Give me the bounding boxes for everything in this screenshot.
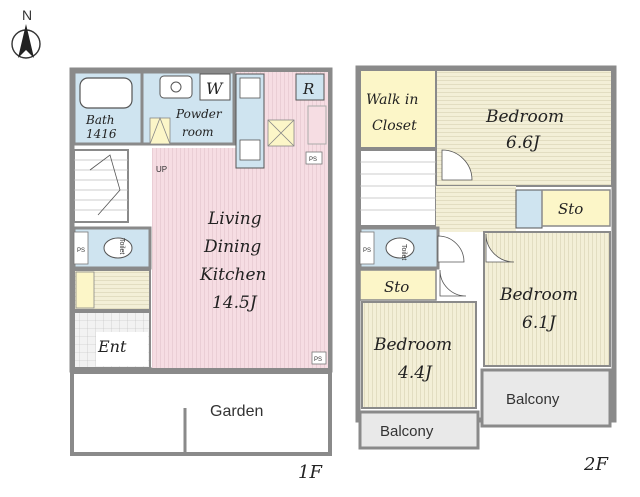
storage-2 bbox=[359, 269, 437, 301]
door-arc bbox=[437, 235, 465, 263]
sink-icon bbox=[159, 75, 193, 99]
washer-icon bbox=[199, 73, 231, 101]
floor1-label: 1F bbox=[298, 462, 323, 483]
compass: N bbox=[11, 7, 41, 59]
ldk-label-3: Kitchen bbox=[199, 265, 266, 285]
stove-icon bbox=[239, 77, 261, 99]
bath-label: Bath bbox=[85, 113, 115, 127]
toilet-2f-label: Toilet bbox=[400, 244, 407, 260]
walk-in-closet-label-2: Closet bbox=[372, 118, 417, 134]
balcony-2-label: Balcony bbox=[506, 391, 560, 408]
bedroom-6-1-label: Bedroom bbox=[499, 285, 578, 305]
door-arc bbox=[439, 269, 467, 297]
ldk-floor bbox=[152, 148, 328, 368]
garden-label: Garden bbox=[210, 403, 263, 420]
entrance-label: Ent bbox=[97, 337, 127, 356]
storage-1-label: Sto bbox=[558, 200, 583, 218]
refrigerator-icon bbox=[295, 73, 325, 101]
bedroom-4-4 bbox=[361, 301, 477, 409]
ps-2f-label: PS bbox=[363, 248, 371, 254]
door-arc bbox=[485, 233, 515, 263]
refrigerator-label: R bbox=[302, 80, 314, 98]
balcony-2 bbox=[480, 368, 612, 428]
ps-box bbox=[359, 231, 375, 265]
ldk-label-1: Living bbox=[207, 209, 262, 229]
balcony-1-label: Balcony bbox=[380, 423, 434, 440]
bedroom-4-4-label: Bedroom bbox=[373, 335, 452, 355]
staircase-2f bbox=[359, 149, 437, 227]
ldk-size: 14.5J bbox=[212, 293, 258, 313]
washer-label: W bbox=[206, 79, 224, 98]
ps-label: PS bbox=[309, 157, 317, 163]
floor1-plan: Bath 1416 W Powder room R UP Living Dini… bbox=[69, 67, 333, 483]
ps-box bbox=[311, 351, 327, 365]
walk-in-closet-label-1: Walk in bbox=[366, 92, 418, 108]
ps-label: PS bbox=[77, 248, 85, 254]
balcony-1 bbox=[358, 410, 480, 450]
powder-room-label-1: Powder bbox=[175, 107, 223, 121]
powder-room-label-2: room bbox=[182, 125, 214, 139]
toilet-icon bbox=[103, 237, 133, 259]
ps-box bbox=[305, 151, 323, 165]
shoe-cabinet bbox=[75, 271, 95, 309]
door-arc bbox=[441, 149, 473, 181]
bedroom-6-1 bbox=[483, 231, 611, 367]
floor2-label: 2F bbox=[583, 454, 609, 475]
garden bbox=[70, 370, 332, 456]
bedroom-4-4-size: 4.4J bbox=[397, 363, 433, 383]
floor2-plan: Walk in Closet Bedroom 6.6J Sto Toilet P… bbox=[355, 65, 617, 475]
ldk-label-2: Dining bbox=[203, 237, 261, 257]
ps-label: PS bbox=[314, 357, 322, 363]
north-label: N bbox=[22, 7, 32, 23]
walk-in-closet bbox=[359, 69, 437, 149]
north-arrow-icon bbox=[18, 24, 34, 58]
storage-2-label: Sto bbox=[384, 278, 409, 296]
stairs-up-label: UP bbox=[156, 165, 167, 174]
bathtub-icon bbox=[79, 77, 133, 109]
bedroom-6-1-size: 6.1J bbox=[522, 313, 557, 333]
hand-wash-sink-icon bbox=[515, 189, 543, 229]
ps-box bbox=[73, 231, 89, 265]
bedroom-6-6-size: 6.6J bbox=[506, 133, 541, 153]
bath-size: 1416 bbox=[86, 127, 117, 141]
toilet-label: Toilet bbox=[118, 238, 125, 254]
cupboard-icon bbox=[149, 117, 171, 145]
bedroom-6-6-label: Bedroom bbox=[485, 107, 564, 127]
storage-1 bbox=[541, 189, 611, 227]
kitchen-sink-icon bbox=[239, 139, 261, 161]
toilet-icon bbox=[385, 237, 415, 259]
